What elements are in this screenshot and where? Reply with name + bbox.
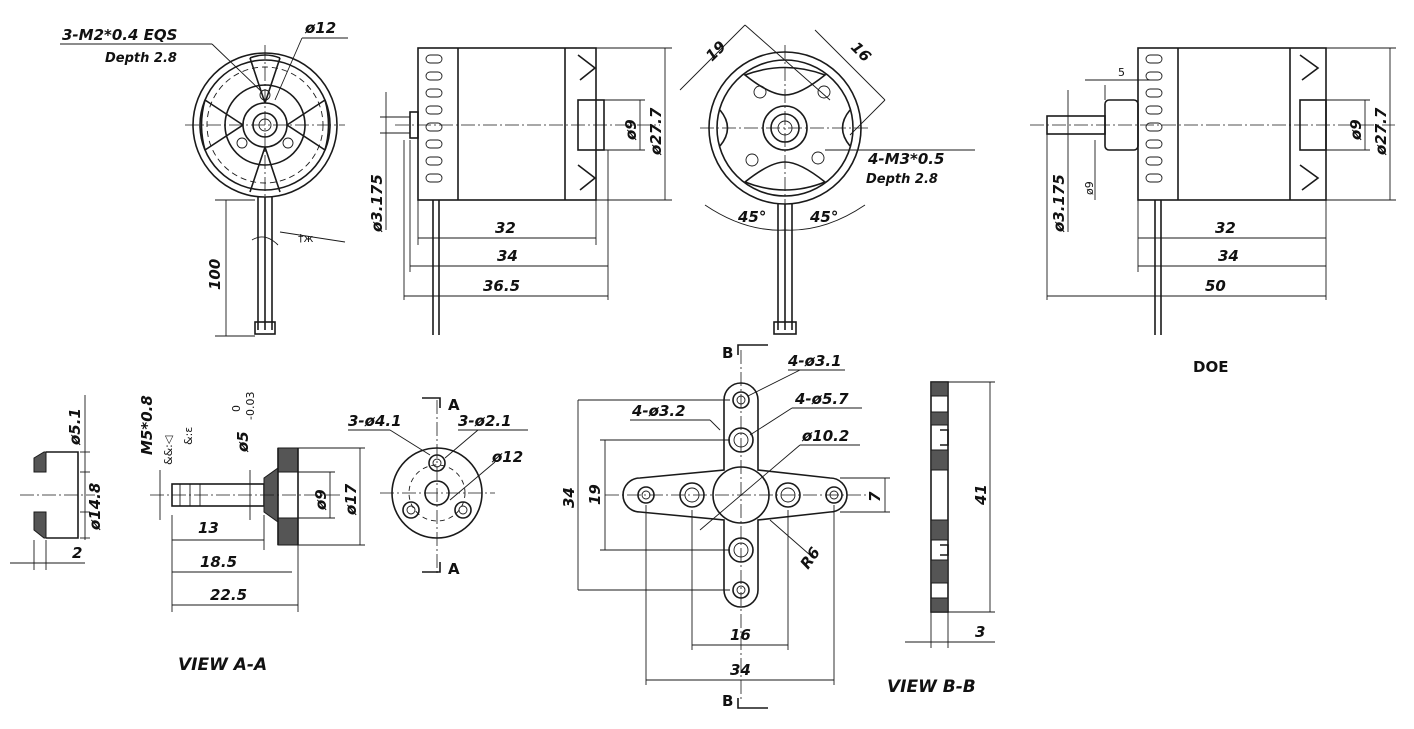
front-lead-length: 100 — [206, 259, 224, 290]
adapter-dia-17: ø17 — [342, 483, 360, 516]
front-hub-dia: ø12 — [304, 19, 336, 37]
side-len-32: 32 — [495, 219, 516, 237]
adapter-thread: M5*0.8 — [138, 395, 156, 455]
view-bb-caption: VIEW B-B — [887, 677, 976, 697]
mount-dia-102: ø10.2 — [801, 427, 849, 445]
doe-collar-dia: ø9 — [1083, 181, 1096, 195]
side-body-dia: ø27.7 — [647, 107, 665, 156]
mount-width-16: 16 — [730, 626, 751, 644]
mount-holes-32: 4-ø3.2 — [631, 402, 686, 420]
view-aa-holes-small: 3-ø2.1 — [458, 412, 512, 430]
rear-angle-left: 45° — [737, 208, 766, 226]
view-bb-thickness-3: 3 — [975, 623, 985, 641]
front-depth-note: Depth 2.8 — [105, 51, 177, 66]
front-thread-note: 3-M2*0.4 EQS — [62, 26, 177, 44]
cross-mount-view: B B 4-ø3.1 4-ø3.2 4-ø5.7 ø10.2 34 19 7 R… — [560, 344, 890, 710]
doe-bearing-dia: ø9 — [1347, 119, 1365, 141]
adapter-view: M5*0.8 &&:◁ &:ε ø5 0 -0.03 13 18.5 22.5 … — [138, 392, 365, 675]
mount-width-7: 7 — [866, 491, 884, 502]
mount-height-34: 34 — [560, 487, 578, 508]
mount-height-19: 19 — [586, 484, 604, 505]
rear-view: 19 16 4-M3*0.5 Depth 2.8 45° 45° — [679, 24, 975, 335]
doe-offset-5: 5 — [1118, 66, 1125, 79]
view-aa-hub: A A 3-ø4.1 3-ø2.1 ø12 — [348, 396, 528, 578]
rear-span-16: 16 — [847, 38, 874, 65]
washer-dia-out: ø14.8 — [86, 483, 104, 531]
adapter-dia-9: ø9 — [312, 489, 330, 511]
adapter-note-b: &:ε — [182, 427, 195, 445]
view-bb: 41 3 VIEW B-B — [887, 381, 995, 697]
rear-span-19: 19 — [702, 37, 729, 64]
rear-angle-right: 45° — [809, 208, 838, 226]
mount-marker-bottom: B — [722, 692, 733, 710]
view-aa-marker-bottom: A — [448, 560, 460, 578]
front-lead-note: †ж — [298, 232, 314, 245]
washer-thickness: 2 — [72, 544, 82, 562]
side-bearing-dia: ø9 — [622, 119, 640, 141]
mount-marker-top: B — [722, 344, 733, 362]
doe-body-dia: ø27.7 — [1372, 107, 1390, 156]
view-aa-holes-big: 3-ø4.1 — [348, 412, 402, 430]
adapter-tol-dia: ø5 — [234, 431, 252, 453]
side-len-34: 34 — [497, 247, 518, 265]
view-aa-caption: VIEW A-A — [178, 655, 267, 675]
doe-caption: DOE — [1193, 358, 1228, 376]
adapter-tol-low: -0.03 — [244, 392, 257, 420]
mount-width-34: 34 — [730, 661, 751, 679]
front-view: 3-M2*0.4 EQS Depth 2.8 ø12 100 †ж — [60, 19, 348, 337]
adapter-len-185: 18.5 — [200, 553, 237, 571]
doe-view: 5 ø3.175 ø9 ø9 ø27.7 32 34 50 DOE — [1030, 47, 1396, 376]
view-aa-dia-12: ø12 — [491, 448, 523, 466]
view-aa-marker-top: A — [448, 396, 460, 414]
adapter-note-a: &&:◁ — [162, 435, 175, 465]
side-shaft-dia: ø3.175 — [368, 174, 386, 233]
view-bb-height-41: 41 — [972, 484, 990, 506]
side-view: ø3.175 ø9 ø27.7 32 34 36.5 — [368, 47, 672, 335]
side-len-365: 36.5 — [483, 277, 520, 295]
mount-radius: R6 — [797, 544, 824, 572]
doe-len-34: 34 — [1218, 247, 1239, 265]
doe-shaft-dia: ø3.175 — [1050, 174, 1068, 233]
doe-len-32: 32 — [1215, 219, 1236, 237]
adapter-tol-up: 0 — [230, 405, 243, 412]
rear-thread-note: 4-M3*0.5 — [867, 150, 944, 168]
mount-holes-57: 4-ø5.7 — [794, 390, 849, 408]
rear-depth-note: Depth 2.8 — [866, 172, 938, 187]
adapter-len-225: 22.5 — [210, 586, 247, 604]
washer-view: ø5.1 ø14.8 2 — [10, 395, 104, 570]
adapter-len-13: 13 — [198, 519, 219, 537]
doe-len-50: 50 — [1205, 277, 1226, 295]
washer-dia-in: ø5.1 — [66, 408, 84, 446]
mount-holes-31: 4-ø3.1 — [787, 352, 842, 370]
